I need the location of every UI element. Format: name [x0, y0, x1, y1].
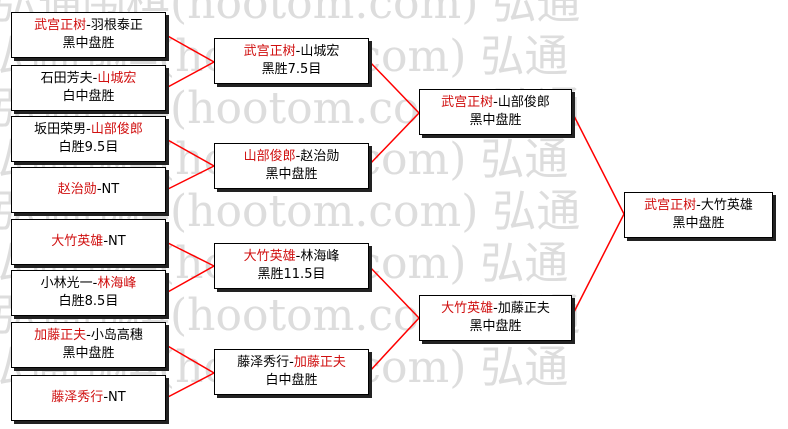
match-result: 白中盘胜: [265, 373, 318, 388]
round2-match-box: 武宫正树-山城宏黑胜7.5目: [214, 38, 369, 84]
match-players: 大竹英雄-加藤正夫: [441, 300, 550, 318]
player-two-name: 山城宏: [300, 44, 340, 59]
player-one-name: 大竹英雄: [243, 249, 296, 264]
player-separator: -: [92, 71, 98, 86]
player-one-name: 武宫正树: [644, 198, 697, 213]
player-separator: -: [295, 149, 301, 164]
round1-match-box: 坂田荣男-山部俊郎白胜9.5目: [11, 116, 166, 162]
player-separator: -: [295, 249, 301, 264]
player-one-name: 山部俊郎: [243, 149, 296, 164]
final-match-box: 武宫正树-大竹英雄黑中盘胜: [624, 192, 773, 238]
player-one-name: 赵治勋: [57, 182, 97, 197]
round1-match-box: 赵治勋-NT: [11, 167, 166, 213]
player-separator: -: [96, 182, 102, 197]
match-result: 白胜8.5目: [58, 294, 119, 309]
match-players: 大竹英雄-林海峰: [244, 248, 340, 266]
player-separator: -: [92, 276, 98, 291]
player-one-name: 武宫正树: [243, 44, 296, 59]
player-one-name: 加藤正夫: [34, 328, 87, 343]
match-players: 坂田荣男-山部俊郎: [34, 121, 143, 139]
connector-line: [368, 60, 421, 166]
match-players: 藤泽秀行-加藤正夫: [237, 354, 346, 372]
match-players: 武宫正树-山部俊郎: [441, 94, 550, 112]
player-two-name: 大竹英雄: [700, 198, 753, 213]
match-result: 黑中盘胜: [62, 36, 115, 51]
match-players: 小林光一-林海峰: [41, 275, 137, 293]
round1-match-box: 小林光一-林海峰白胜8.5目: [11, 270, 166, 316]
match-players: 武宫正树-大竹英雄: [644, 197, 753, 215]
player-two-name: 林海峰: [300, 249, 340, 264]
player-one-name: 藤泽秀行: [237, 355, 290, 370]
match-result: 黑中盘胜: [469, 113, 522, 128]
player-two-name: NT: [101, 182, 120, 197]
player-two-name: 加藤正夫: [293, 355, 346, 370]
player-one-name: 小林光一: [40, 276, 93, 291]
player-separator: -: [103, 390, 109, 405]
player-one-name: 石田芳夫: [40, 71, 93, 86]
player-separator: -: [86, 328, 91, 343]
player-two-name: 山部俊郎: [497, 95, 550, 110]
connector-line: [571, 111, 625, 317]
player-one-name: 武宫正树: [34, 18, 87, 33]
match-players: 加藤正夫-小岛高穗: [34, 327, 143, 345]
round1-match-box: 大竹英雄-NT: [11, 219, 166, 265]
match-result: 黑中盘胜: [265, 167, 318, 182]
round2-match-box: 藤泽秀行-加藤正夫白中盘胜: [214, 349, 369, 395]
round1-match-box: 藤泽秀行-NT: [11, 375, 166, 421]
player-one-name: 武宫正树: [441, 95, 494, 110]
player-two-name: 山部俊郎: [90, 122, 143, 137]
match-result: 黑中盘胜: [469, 319, 522, 334]
match-result: 白中盘胜: [62, 89, 115, 104]
player-separator: -: [86, 18, 91, 33]
connector-line: [368, 265, 421, 373]
player-two-name: 赵治勋: [300, 149, 340, 164]
player-two-name: NT: [108, 234, 126, 249]
player-one-name: 大竹英雄: [441, 301, 494, 316]
round3-match-box: 大竹英雄-加藤正夫黑中盘胜: [419, 295, 572, 341]
player-two-name: 小岛高穗: [90, 328, 143, 343]
connector-line: [165, 138, 216, 191]
match-players: 武宫正树-羽根泰正: [34, 17, 143, 35]
round1-match-box: 加藤正夫-小岛高穗黑中盘胜: [11, 322, 166, 368]
player-separator: -: [86, 122, 91, 137]
player-separator: -: [295, 44, 301, 59]
round1-match-box: 武宫正树-羽根泰正黑中盘胜: [11, 12, 166, 58]
player-two-name: 林海峰: [97, 276, 137, 291]
round3-match-box: 武宫正树-山部俊郎黑中盘胜: [419, 89, 572, 135]
player-two-name: 山城宏: [97, 71, 137, 86]
connector-line: [165, 241, 216, 294]
match-result: 黑胜7.5目: [261, 62, 322, 77]
match-players: 大竹英雄-NT: [51, 233, 125, 251]
match-players: 武宫正树-山城宏: [244, 43, 340, 61]
match-players: 赵治勋-NT: [58, 181, 119, 199]
match-result: 黑胜11.5目: [257, 267, 326, 282]
player-one-name: 坂田荣男: [34, 122, 87, 137]
connector-line: [165, 344, 216, 399]
player-two-name: 加藤正夫: [497, 301, 550, 316]
match-result: 黑中盘胜: [62, 346, 115, 361]
player-separator: -: [103, 234, 109, 249]
match-result: 白胜9.5目: [58, 140, 119, 155]
match-players: 石田芳夫-山城宏: [41, 70, 137, 88]
match-result: 黑中盘胜: [672, 216, 725, 231]
player-separator: -: [493, 95, 498, 110]
player-separator: -: [289, 355, 294, 370]
player-one-name: 藤泽秀行: [51, 390, 104, 405]
round2-match-box: 大竹英雄-林海峰黑胜11.5目: [214, 243, 369, 289]
connector-line: [165, 34, 216, 89]
player-two-name: NT: [108, 390, 126, 405]
player-two-name: 羽根泰正: [90, 18, 143, 33]
player-one-name: 大竹英雄: [51, 234, 104, 249]
match-players: 藤泽秀行-NT: [51, 389, 125, 407]
match-players: 山部俊郎-赵治勋: [244, 148, 340, 166]
player-separator: -: [696, 198, 701, 213]
round2-match-box: 山部俊郎-赵治勋黑中盘胜: [214, 143, 369, 189]
round1-match-box: 石田芳夫-山城宏白中盘胜: [11, 65, 166, 111]
player-separator: -: [493, 301, 498, 316]
